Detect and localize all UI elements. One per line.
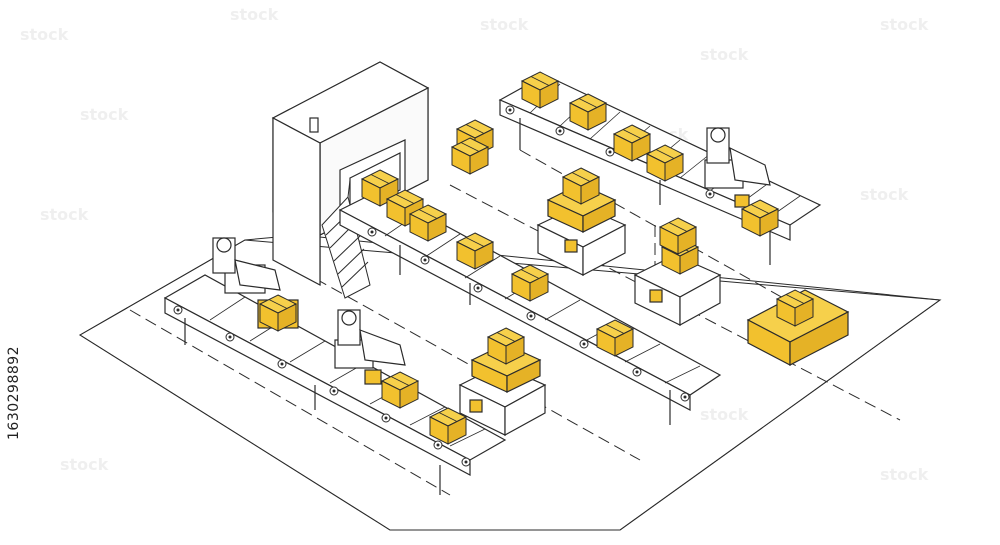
stairs: [321, 179, 371, 299]
station-back: [536, 167, 627, 276]
stock-image-id: 1630298892: [6, 345, 22, 441]
robot-arm-back-right: [704, 127, 771, 208]
robot-arm-front-mid: [334, 309, 406, 385]
box-bin: [746, 289, 850, 366]
station-front: [458, 327, 547, 437]
station-middle: [633, 217, 722, 327]
